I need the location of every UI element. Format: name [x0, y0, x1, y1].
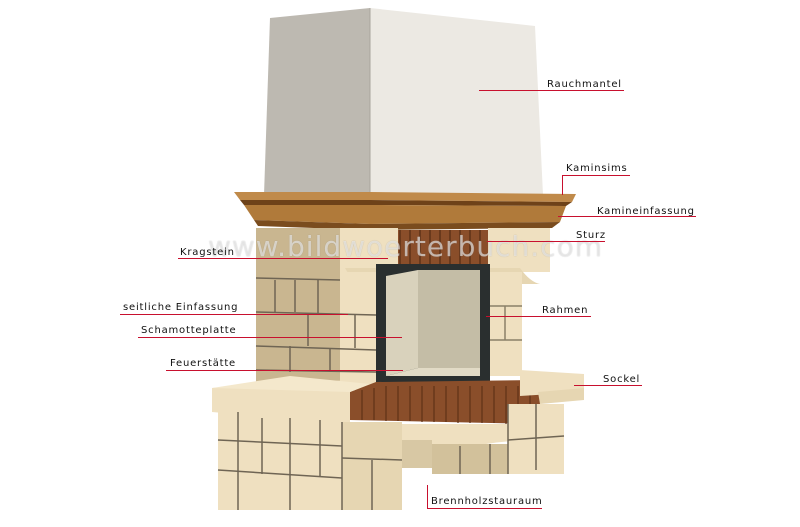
leader-line [166, 370, 403, 371]
label-text: Kragstein [180, 247, 235, 258]
chimney-hood [264, 8, 543, 195]
label-text: Kaminsims [566, 163, 628, 174]
label-text: Schamotteplatte [141, 325, 237, 336]
mantel [234, 192, 576, 230]
label-text: Feuerstätte [170, 358, 237, 369]
leader-line [178, 258, 388, 259]
right-pier [488, 228, 550, 376]
leader-line-vertical [562, 175, 563, 195]
label-text: seitliche Einfassung [123, 302, 239, 313]
leader-line [120, 314, 348, 315]
leader-line [487, 241, 605, 242]
label-text: Rauchmantel [547, 79, 622, 90]
label-text: Brennholzstauraum [431, 496, 543, 507]
leader-line [479, 90, 624, 91]
leader-line [558, 216, 696, 217]
leader-line [138, 337, 402, 338]
leader-line [562, 175, 630, 176]
base [212, 370, 584, 510]
label-text: Rahmen [542, 305, 589, 316]
leader-line [486, 316, 591, 317]
label-text: Kamineinfassung [597, 206, 695, 217]
leader-line [427, 508, 542, 509]
firebox [376, 264, 490, 384]
label-text: Sockel [603, 374, 641, 385]
leader-line [574, 385, 642, 386]
watermark: www.bildwoerterbuch.com [208, 230, 603, 263]
leader-line-vertical [427, 485, 428, 509]
label-text: Sturz [576, 230, 606, 241]
